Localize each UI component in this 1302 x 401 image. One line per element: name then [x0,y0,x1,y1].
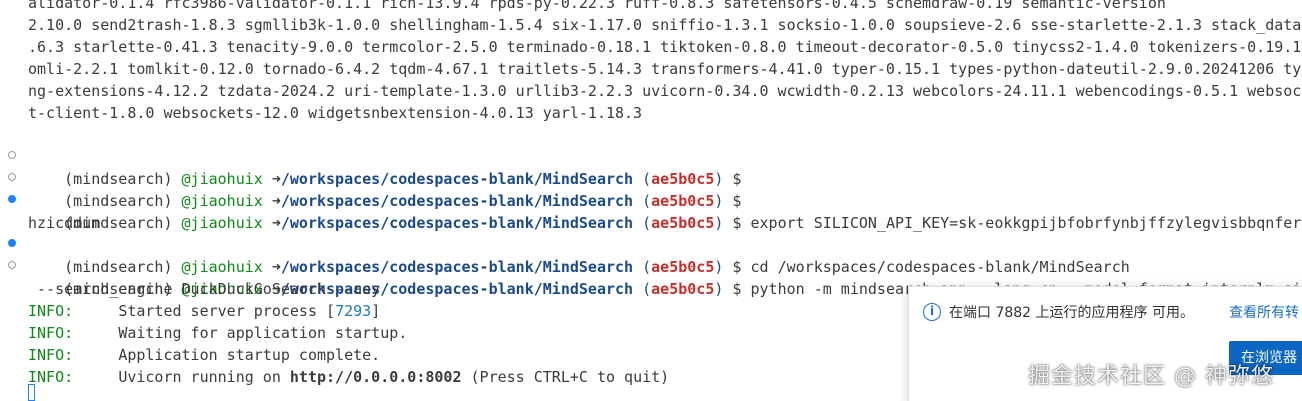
log-level: INFO: [28,324,74,342]
prompt-path: /workspaces/codespaces-blank/MindSearch [280,214,634,232]
prompt-arrow-icon: ➜ [271,258,281,276]
conda-env: (mindsearch) [64,214,173,232]
output-line: alidator-0.1.4 rfc3986-validator-0.1.1 r… [28,0,1166,12]
git-branch: ae5b0c5 [651,214,715,232]
prompt-path: /workspaces/codespaces-blank/MindSearch [280,170,634,188]
port-forward-notification: i 在端口 7882 上运行的应用程序 可用。 查看所有转 在浏览器 [908,286,1302,401]
git-branch: ae5b0c5 [651,280,715,298]
server-url-link[interactable]: http://0.0.0.0:8002 [289,368,462,386]
prompt-user: @jiaohuix [181,258,263,276]
conda-env: (mindsearch) [64,192,173,210]
command-decoration-icon[interactable] [8,261,16,269]
log-line: INFO: Uvicorn running on http://0.0.0.0:… [28,368,670,386]
prompt-line: (mindsearch) @jiaohuix ➜/workspaces/code… [64,258,1130,276]
prompt-path: /workspaces/codespaces-blank/MindSearch [280,192,634,210]
prompt-user: @jiaohuix [181,192,263,210]
info-icon: i [923,303,941,321]
log-level: INFO: [28,368,74,386]
command-decoration-icon[interactable] [8,239,16,247]
conda-env: (mindsearch) [64,280,173,298]
prompt-arrow-icon: ➜ [271,280,281,298]
output-line: .6.3 starlette-0.41.3 tenacity-9.0.0 ter… [28,38,1302,56]
prompt-line: (mindsearch) @jiaohuix ➜/workspaces/code… [64,170,742,188]
log-line: INFO: Waiting for application startup. [28,324,408,342]
prompt-path: /workspaces/codespaces-blank/MindSearch [280,258,634,276]
view-all-ports-link[interactable]: 查看所有转 [1229,305,1299,321]
process-id: 7293 [335,302,372,320]
log-level: INFO: [28,346,74,364]
log-line: INFO: Started server process [7293] [28,302,381,320]
notification-message: 在端口 7882 上运行的应用程序 可用。 [949,305,1194,321]
output-line: 2.10.0 send2trash-1.8.3 sgmllib3k-1.0.0 … [28,16,1302,34]
output-line: t-client-1.8.0 websockets-12.0 widgetsnb… [28,104,643,122]
command-decoration-icon[interactable] [8,173,16,181]
prompt-line: (mindsearch) @jiaohuix ➜/workspaces/code… [28,190,1302,232]
command-continuation: hzicddum [28,214,101,232]
command-text: cd /workspaces/codespaces-blank/MindSear… [750,258,1130,276]
prompt-user: @jiaohuix [181,170,263,188]
output-line: ng-extensions-4.12.2 tzdata-2024.2 uri-t… [28,82,1302,100]
git-branch: ae5b0c5 [651,170,715,188]
log-line: INFO: Application startup complete. [28,346,381,364]
prompt-path: /workspaces/codespaces-blank/MindSearch [280,280,634,298]
git-branch: ae5b0c5 [651,258,715,276]
prompt-arrow-icon: ➜ [271,170,281,188]
prompt-arrow-icon: ➜ [271,214,281,232]
command-continuation: --search_engine DuckDuckGoSearch --asy [28,280,381,298]
output-line: omli-2.2.1 tomlkit-0.12.0 tornado-6.4.2 … [28,60,1302,78]
command-text: export SILICON_API_KEY=sk-eokkgpijbfobrf… [750,214,1302,232]
command-decoration-icon[interactable] [8,195,16,203]
command-decoration-icon[interactable] [8,151,16,159]
log-level: INFO: [28,302,74,320]
conda-env: (mindsearch) [64,258,173,276]
conda-env: (mindsearch) [64,170,173,188]
prompt-line: (mindsearch) @jiaohuix ➜/workspaces/code… [28,256,1302,298]
prompt-user: @jiaohuix [181,280,263,298]
terminal-cursor [28,384,35,401]
prompt-user: @jiaohuix [181,214,263,232]
watermark: 掘金技术社区 @ 神弥悠 [1028,364,1274,389]
open-in-browser-button[interactable]: 在浏览器 [1229,341,1302,375]
git-branch: ae5b0c5 [651,192,715,210]
prompt-line: (mindsearch) @jiaohuix ➜/workspaces/code… [64,192,742,210]
prompt-arrow-icon: ➜ [271,192,281,210]
